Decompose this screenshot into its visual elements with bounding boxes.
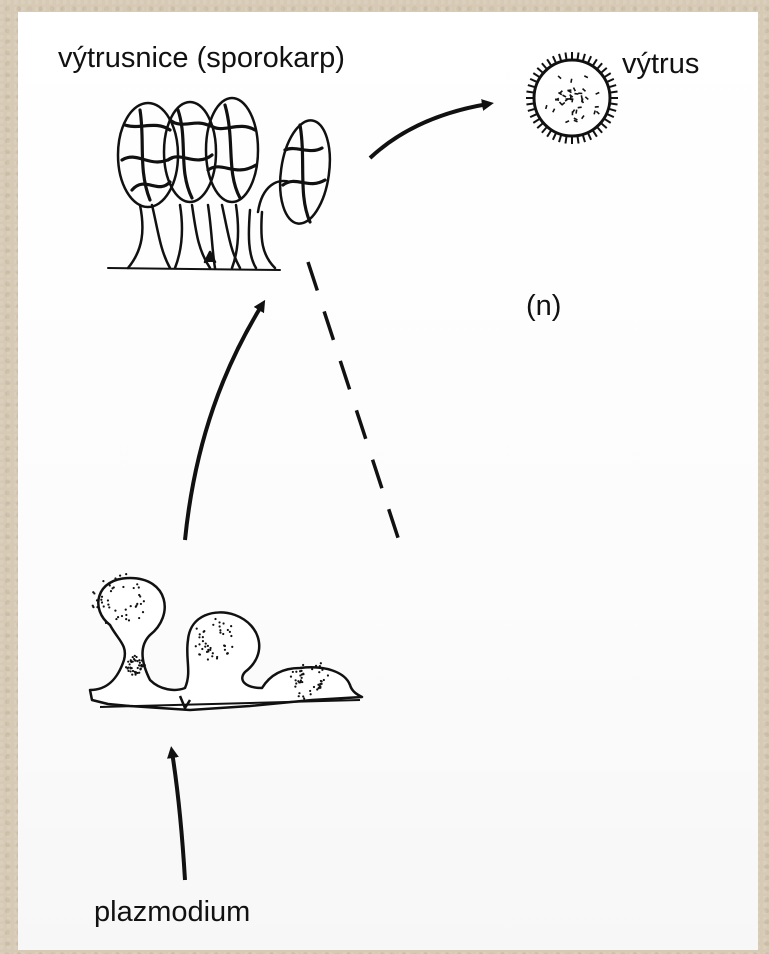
- sporangium-label: výtrusnice (sporokarp): [58, 42, 345, 74]
- sporangia-cluster: [107, 96, 332, 271]
- arrow-to-spore: [368, 99, 494, 160]
- spore-drawing: [526, 52, 618, 144]
- dashed-divider-line: [306, 261, 406, 557]
- developing-sporangia: [88, 573, 364, 712]
- plasmodium-label: plazmodium: [94, 896, 251, 928]
- ploidy-label: (n): [526, 290, 562, 322]
- paper-sheet: [18, 12, 758, 950]
- arrow-to-plasmodium: [167, 746, 187, 881]
- arrow-to-sporangia: [183, 299, 266, 541]
- spore-label: výtrus: [622, 48, 700, 80]
